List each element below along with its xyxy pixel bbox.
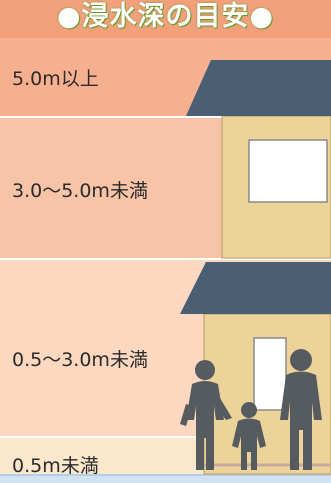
title-band: ●浸水深の目安● — [0, 0, 331, 38]
upper-roof — [186, 60, 331, 116]
figure-title: ●浸水深の目安● — [56, 1, 275, 32]
depth-label-05-3m: 0.5〜3.0m未満 — [12, 349, 148, 371]
lower-roof — [180, 262, 331, 314]
ground-line — [0, 474, 331, 476]
ground-strip — [0, 474, 331, 483]
band-divider — [0, 258, 331, 260]
family-silhouette-icon — [180, 349, 322, 470]
lower-window — [253, 337, 287, 411]
depth-label-5m-plus: 5.0m以上 — [12, 68, 99, 90]
band-divider — [0, 116, 331, 118]
upper-window — [248, 139, 328, 203]
depth-label-under-05m: 0.5m未満 — [12, 455, 99, 477]
depth-label-3-5m: 3.0〜5.0m未満 — [12, 180, 148, 202]
band-divider — [0, 436, 331, 438]
